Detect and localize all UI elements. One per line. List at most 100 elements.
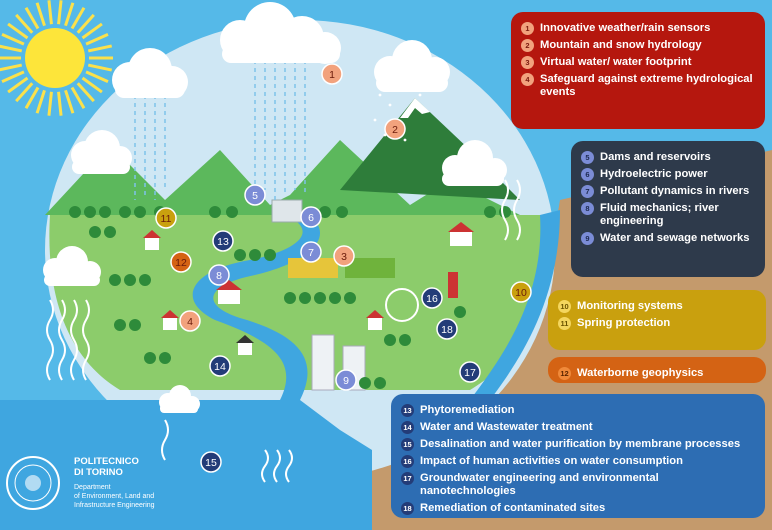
legend-item-label: Hydroelectric power — [600, 168, 708, 180]
sun-ray — [64, 2, 75, 27]
marker-label: 12 — [175, 257, 187, 269]
marker-circle — [170, 251, 192, 273]
legend-number-badge: 11 — [558, 317, 571, 330]
sun-ray — [35, 2, 46, 27]
marker-label: 7 — [308, 247, 314, 259]
legend-number-badge: 7 — [581, 185, 594, 198]
legend-number-badge: 6 — [581, 168, 594, 181]
marker-18: 18 — [436, 318, 458, 340]
marker-circle — [212, 230, 234, 252]
marker-label: 5 — [252, 190, 258, 202]
marker-2: 2 — [384, 118, 406, 140]
sun-ray — [81, 76, 103, 94]
marker-circle — [208, 264, 230, 286]
marker-15: 15 — [200, 451, 222, 473]
sun-ray — [15, 13, 34, 34]
sun-ray — [15, 82, 34, 103]
university-seal-logo — [6, 456, 60, 510]
sun-ray — [81, 22, 103, 40]
marker-11: 11 — [155, 207, 177, 229]
legend-item: 11 Spring protection — [558, 317, 756, 330]
sun-ray — [47, 91, 53, 116]
sun-ray — [1, 70, 25, 83]
marker-label: 13 — [217, 236, 229, 248]
legend-number-badge: 15 — [401, 438, 414, 451]
sun-ray — [35, 89, 46, 114]
legend-item-label: Waterborne geophysics — [577, 367, 704, 379]
coast-water — [470, 210, 560, 400]
legend-item: 6 Hydroelectric power — [581, 168, 755, 181]
legend-item-label: Pollutant dynamics in rivers — [600, 185, 750, 197]
crop-field — [345, 258, 395, 278]
ferris-wheel — [385, 288, 419, 322]
department-line2: of Environment, Land and — [74, 493, 155, 500]
marker-17: 17 — [459, 361, 481, 383]
sun-ray — [87, 44, 113, 53]
legend-number-badge: 3 — [521, 56, 534, 69]
marker-label: 18 — [441, 324, 453, 336]
marker-label: 11 — [161, 213, 172, 225]
marker-6: 6 — [300, 206, 322, 228]
marker-1: 1 — [321, 63, 343, 85]
sun-ray — [24, 7, 40, 30]
sun-ray — [76, 82, 95, 103]
marker-circle — [300, 206, 322, 228]
legend-item-label: Remediation of contaminated sites — [420, 502, 606, 514]
marker-circle — [421, 287, 443, 309]
legend-item-label: Mountain and snow hydrology — [540, 39, 702, 51]
legend-item-label: Water and Wastewater treatment — [420, 421, 593, 433]
marker-label: 4 — [187, 316, 193, 328]
sun-ray — [47, 0, 53, 25]
marker-circle — [384, 118, 406, 140]
legend-item-label: Dams and reservoirs — [600, 151, 711, 163]
marker-label: 6 — [308, 212, 314, 224]
legend-number-badge: 9 — [581, 232, 594, 245]
sun-ray — [7, 22, 29, 40]
legend-item-label: Virtual water/ water footprint — [540, 56, 692, 68]
sun-ray — [7, 76, 29, 94]
legend-number-badge: 17 — [401, 472, 414, 485]
marker-label: 3 — [341, 251, 347, 263]
marker-13: 13 — [212, 230, 234, 252]
sun-ray — [76, 13, 95, 34]
legend-item-label: Safeguard against extreme hydrological e… — [540, 73, 753, 98]
sun-ray — [87, 63, 113, 72]
marker-label: 17 — [464, 367, 476, 379]
sea — [0, 400, 372, 530]
sun-ray — [70, 86, 86, 109]
legend-number-badge: 4 — [521, 73, 534, 86]
clouds — [43, 2, 507, 413]
sun-ray — [1, 33, 25, 46]
evaporation-waves — [46, 179, 521, 483]
marker-16: 16 — [421, 287, 443, 309]
marker-label: 14 — [214, 361, 226, 373]
legend-number-badge: 5 — [581, 151, 594, 164]
marker-circle — [209, 355, 231, 377]
mountain-snowcap — [400, 98, 430, 118]
marker-8: 8 — [208, 264, 230, 286]
marker-label: 1 — [329, 69, 335, 81]
university-name-line1: POLITECNICO — [74, 456, 139, 467]
department-line3: Infrastructure Engineering — [74, 502, 155, 509]
wheat-field — [288, 258, 338, 278]
sun-ray — [57, 91, 63, 116]
marker-label: 15 — [205, 457, 217, 469]
dam — [271, 199, 303, 223]
marker-circle — [179, 310, 201, 332]
legend-number-badge: 8 — [581, 202, 594, 215]
legend-item: 5 Dams and reservoirs — [581, 151, 755, 164]
marker-14: 14 — [209, 355, 231, 377]
department-line1: Department — [74, 484, 111, 491]
legend-number-badge: 16 — [401, 455, 414, 468]
legend-item-label: Spring protection — [577, 317, 671, 329]
